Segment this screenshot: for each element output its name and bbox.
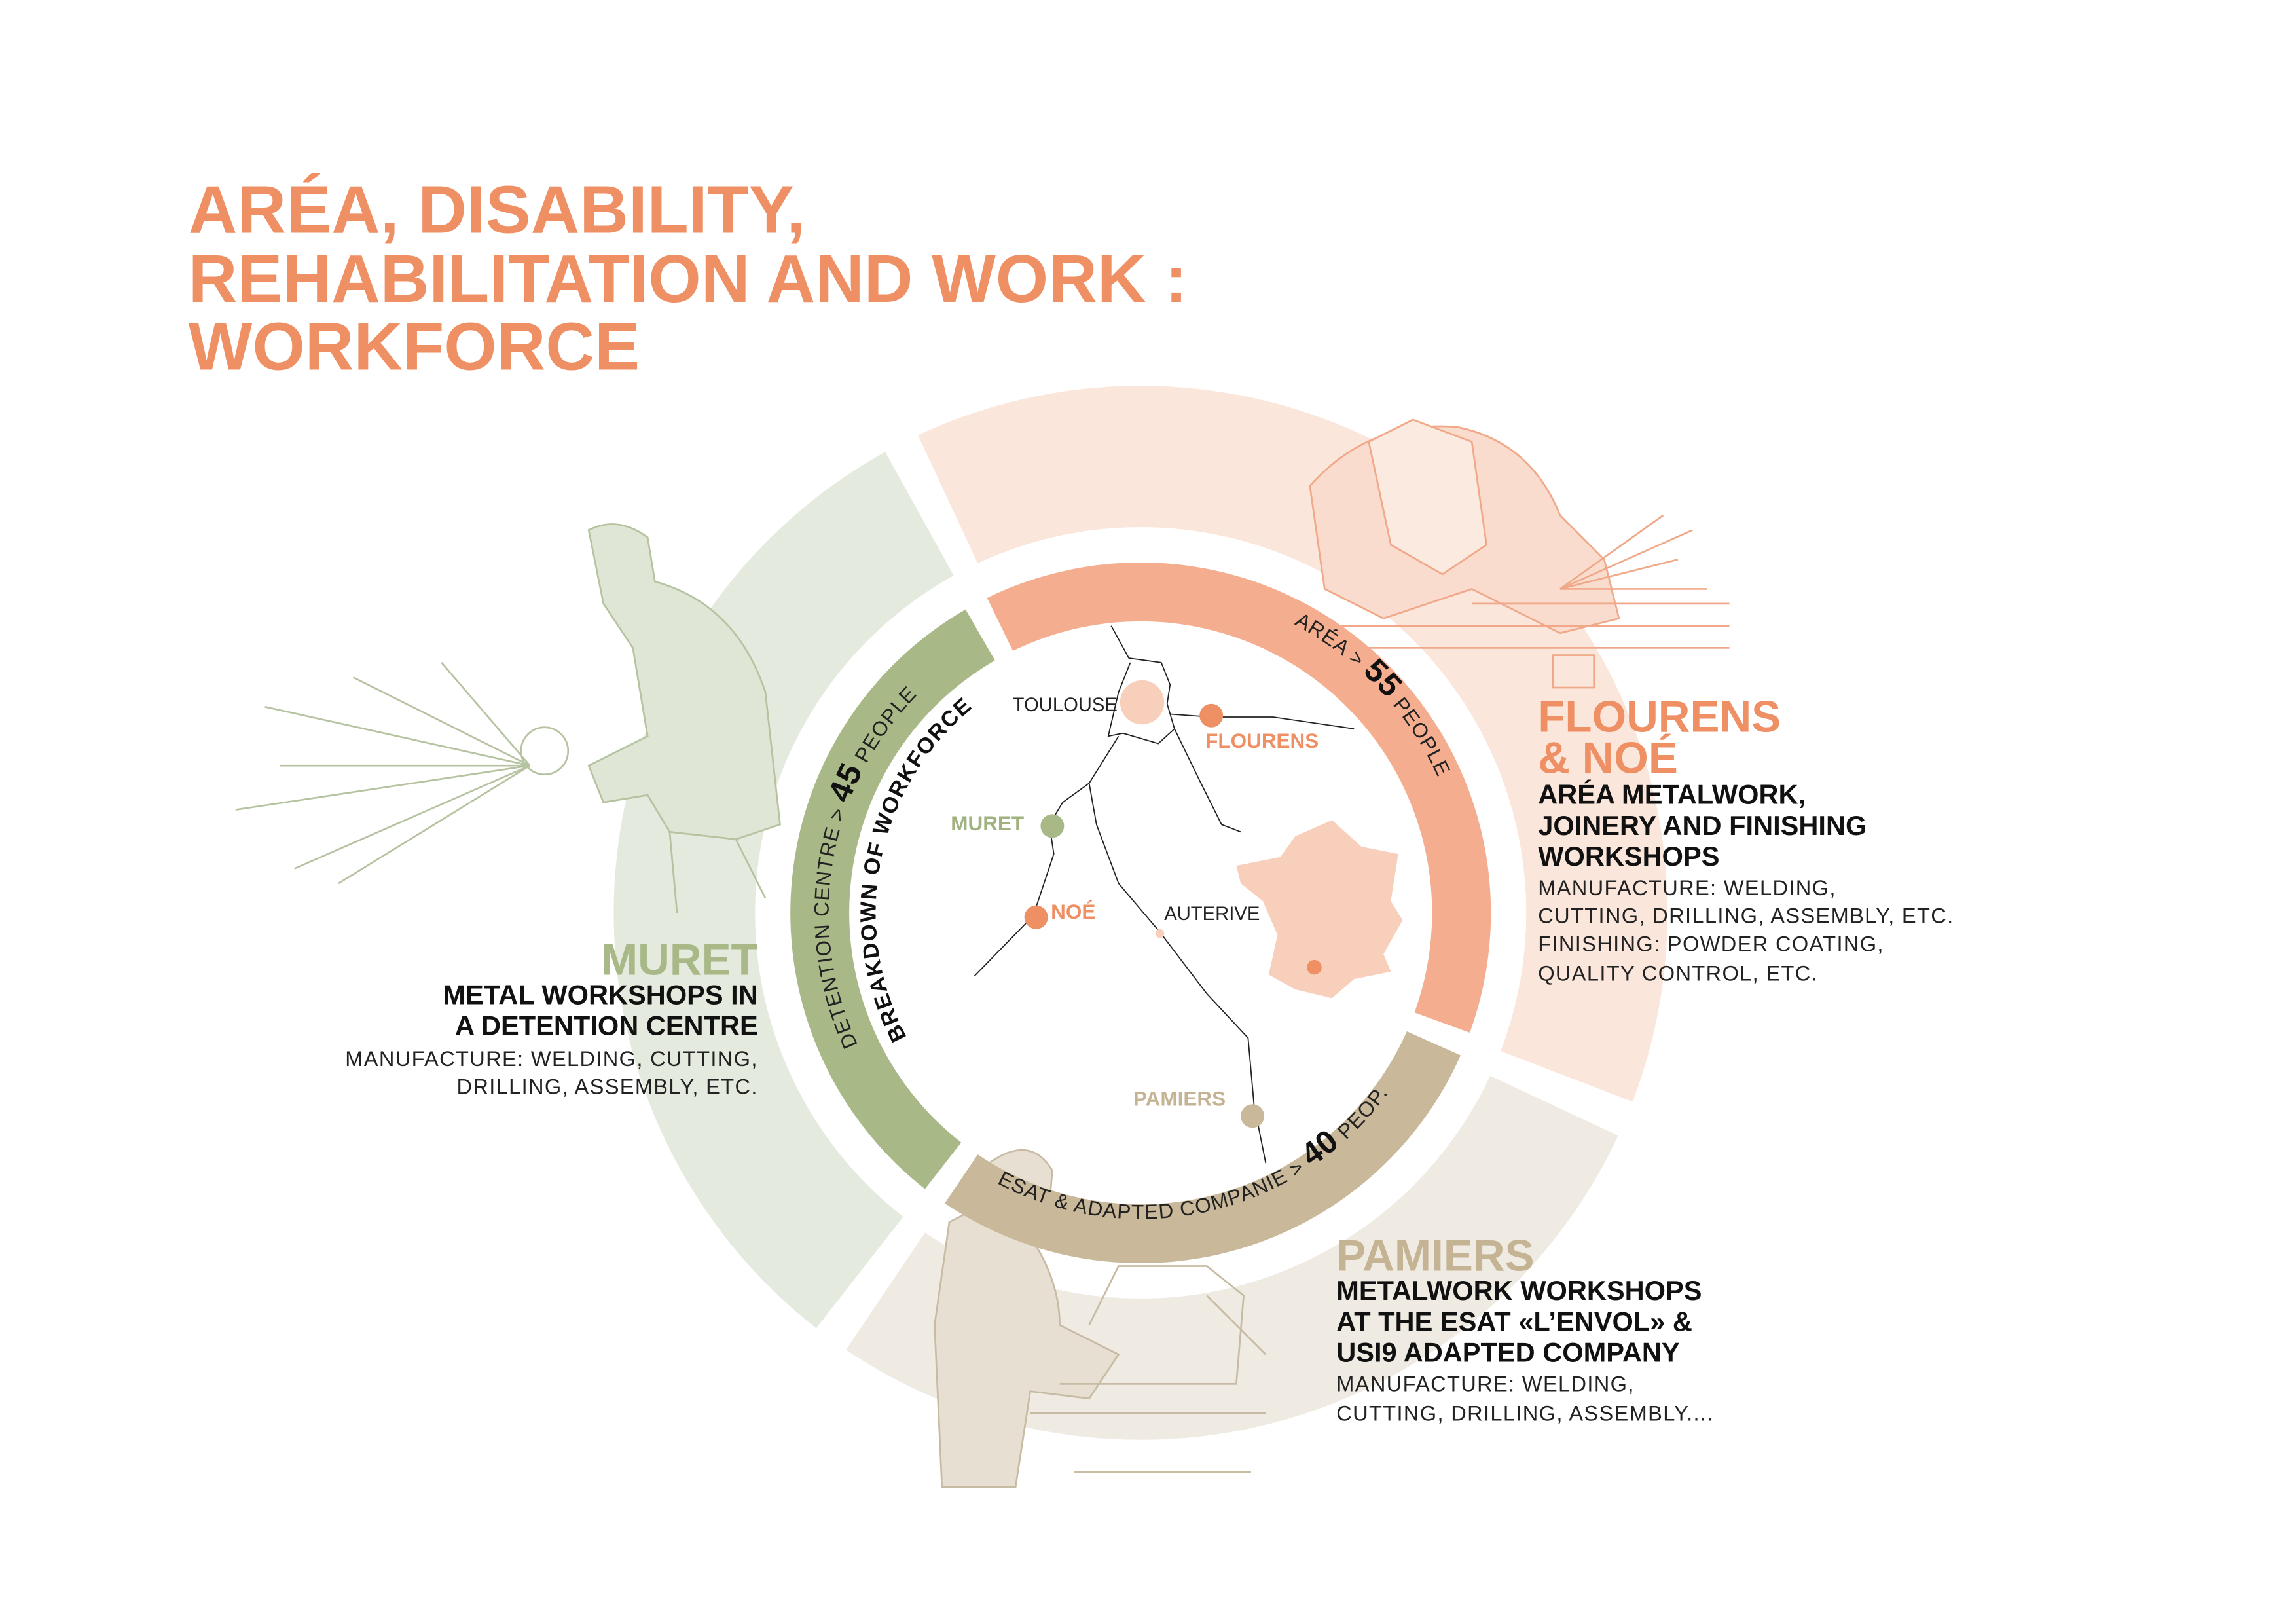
site-description: MANUFACTURE: WELDING, [1538,876,1836,900]
muret-block: MURET METAL WORKSHOPS IN A DETENTION CEN… [345,935,758,1098]
site-subtitle: ARÉA METALWORK, [1538,779,1806,810]
toulouse-marker [1120,680,1165,725]
site-subtitle: USI9 ADAPTED COMPANY [1336,1337,1680,1368]
ring-segment-esat [945,1031,1461,1264]
auterive-marker [1155,929,1165,938]
site-description: DRILLING, ASSEMBLY, ETC. [456,1075,757,1099]
site-subtitle: AT THE ESAT «L’ENVOL» & [1336,1306,1692,1337]
page-title: ARÉA, DISABILITY, REHABILITATION AND WOR… [189,171,1188,384]
title-line: WORKFORCE [189,308,640,384]
site-subtitle: A DETENTION CENTRE [455,1010,758,1041]
site-description: QUALITY CONTROL, ETC. [1538,961,1818,985]
map: TOULOUSE FLOURENS MURET NOÉ AUTERIVE PAM… [951,625,1403,1164]
map-label-toulouse: TOULOUSE [1013,695,1118,716]
france-silhouette [1236,820,1403,999]
title-line: REHABILITATION AND WORK : [189,240,1188,316]
site-description: MANUFACTURE: WELDING, CUTTING, [345,1046,758,1071]
grinder-worker-illustration [235,523,781,913]
title-line: ARÉA, DISABILITY, [189,171,805,247]
pamiers-block: PAMIERS METALWORK WORKSHOPS AT THE ESAT … [1336,1231,1713,1425]
map-label-noe: NOÉ [1051,900,1095,923]
map-label-flourens: FLOURENS [1205,729,1319,752]
pamiers-marker [1241,1104,1265,1128]
site-subtitle: METAL WORKSHOPS IN [443,979,758,1010]
region-marker [1307,959,1322,975]
site-subtitle: WORKSHOPS [1538,841,1719,872]
map-label-pamiers: PAMIERS [1133,1087,1226,1110]
ring-segment-area [987,562,1491,1033]
flourens-marker [1199,703,1224,728]
site-description: MANUFACTURE: WELDING, [1336,1372,1634,1396]
site-name: FLOURENS [1538,692,1781,741]
machinist-illustration [934,1149,1267,1488]
site-description: CUTTING, DRILLING, ASSEMBLY, ETC. [1538,904,1954,928]
flourens-noe-block: FLOURENS & NOÉ ARÉA METALWORK, JOINERY A… [1538,692,1954,985]
site-name: PAMIERS [1336,1231,1534,1280]
site-description: CUTTING, DRILLING, ASSEMBLY.... [1336,1401,1713,1426]
site-subtitle: JOINERY AND FINISHING [1538,810,1867,841]
welder-illustration [1309,418,1730,689]
site-description: FINISHING: POWDER COATING, [1538,931,1884,955]
map-label-muret: MURET [951,812,1024,835]
noe-marker [1024,905,1048,929]
muret-marker [1040,814,1065,838]
site-name: MURET [601,935,758,984]
site-subtitle: METALWORK WORKSHOPS [1336,1275,1702,1306]
site-name: & NOÉ [1538,733,1678,783]
ring-segment-detention [790,609,995,1189]
ring-gap [761,532,1521,1293]
map-label-auterive: AUTERIVE [1164,904,1260,925]
